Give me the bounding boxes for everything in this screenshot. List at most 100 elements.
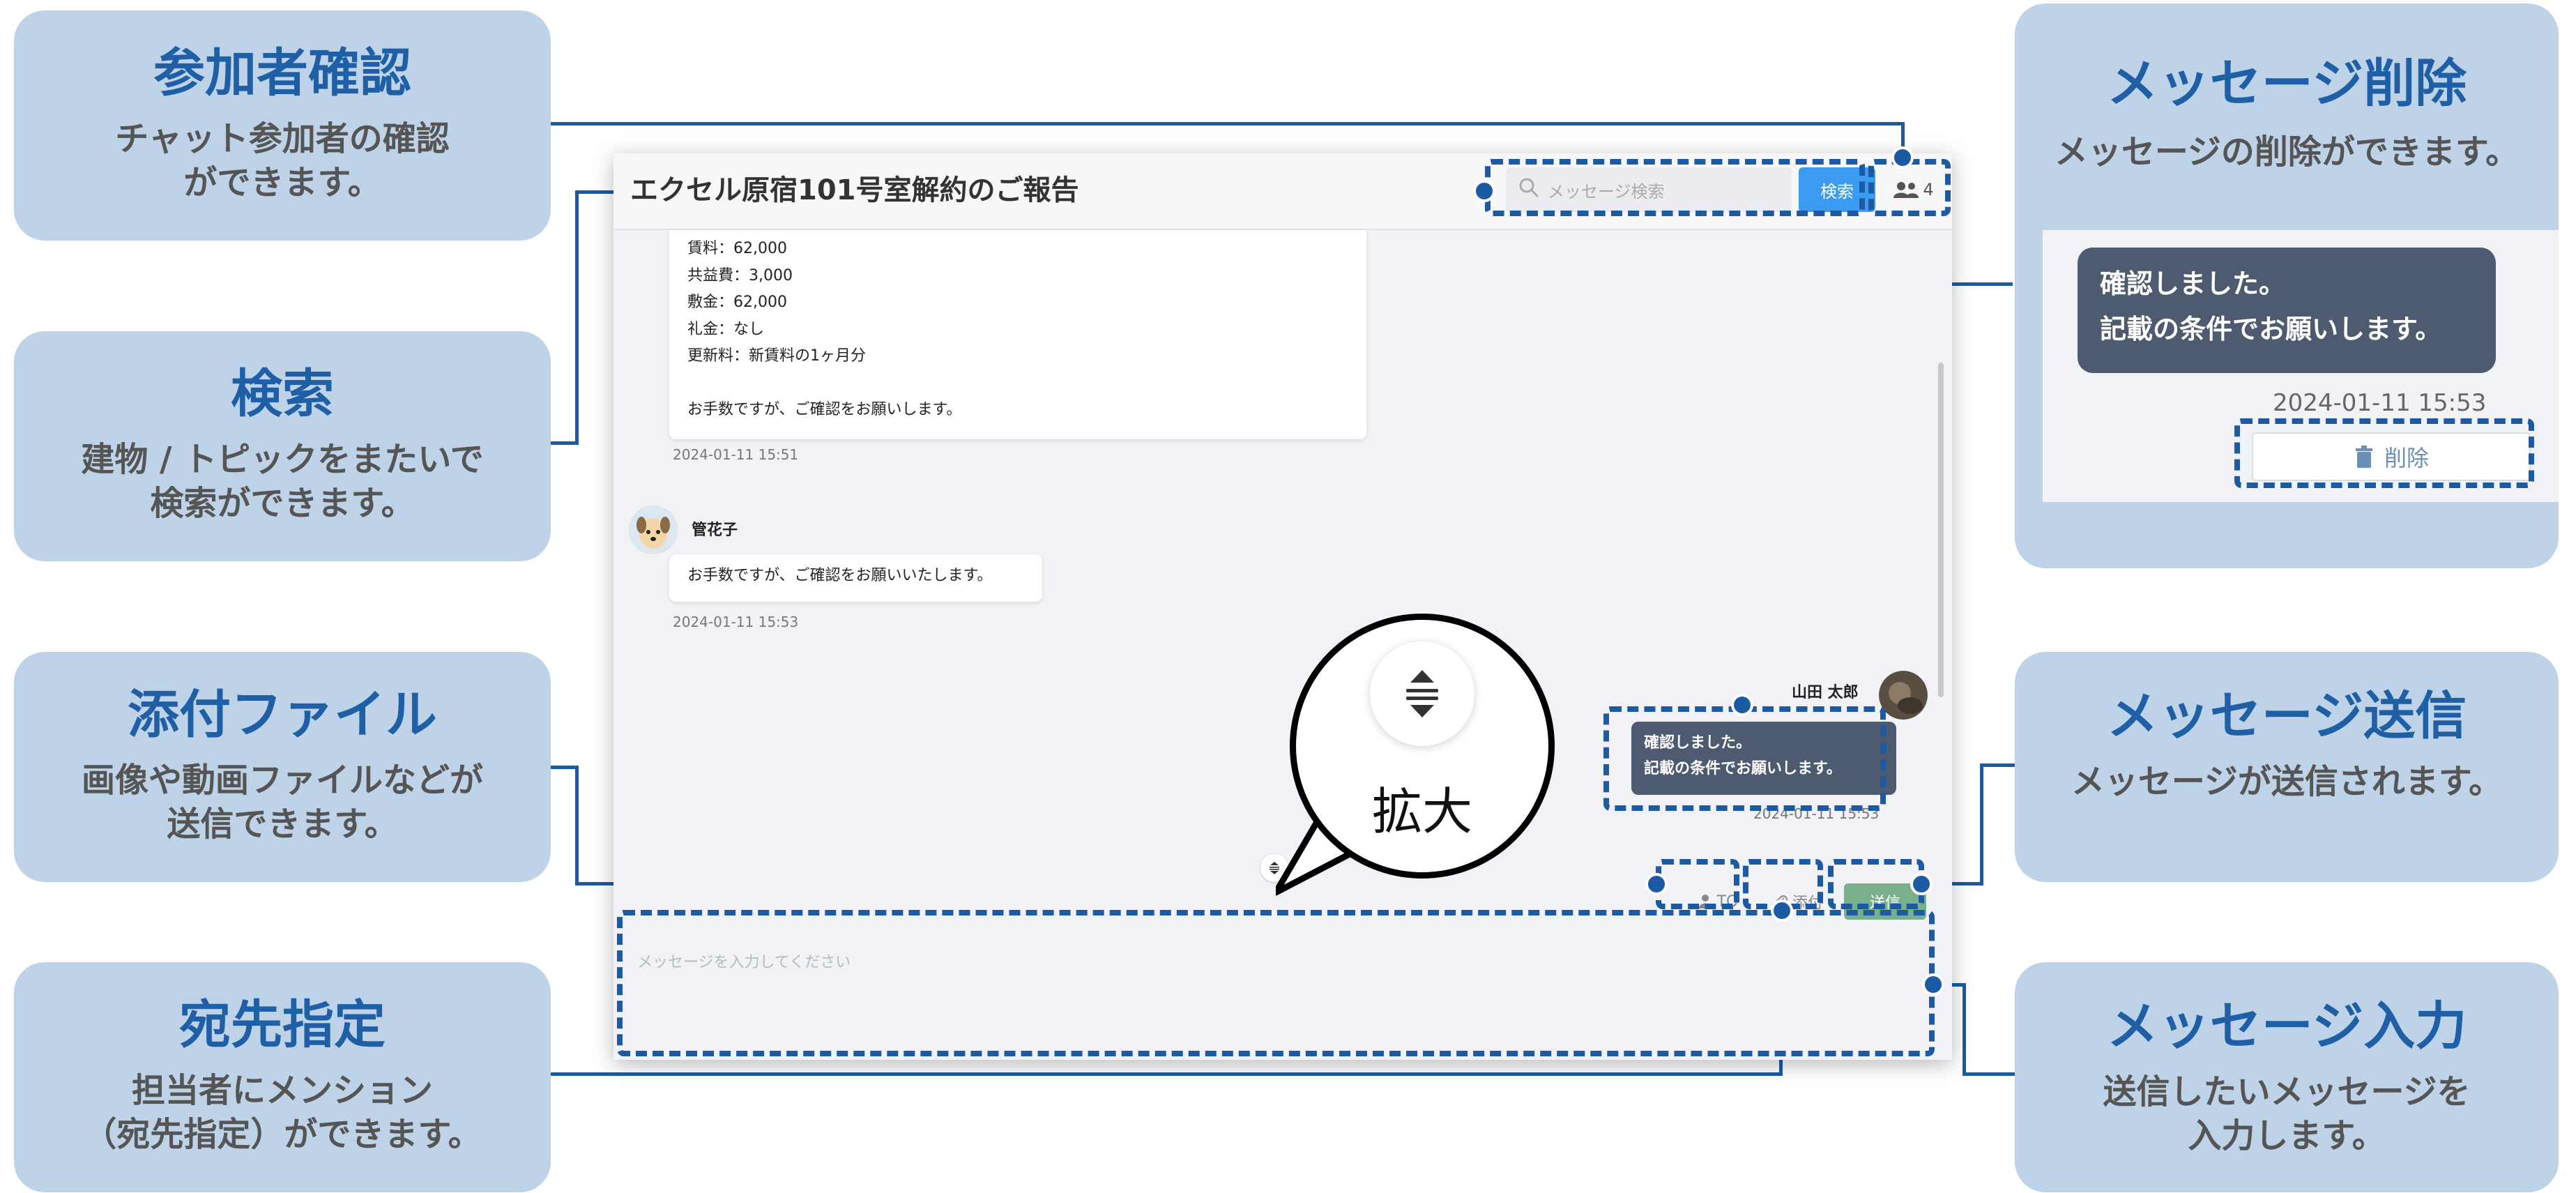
callout-desc: 建物 / トピックをまたいで 検索ができます。 — [14, 438, 551, 525]
delete-button[interactable]: 削除 — [2252, 432, 2531, 481]
callout-desc-line: 検索ができます。 — [150, 483, 415, 523]
inset-message-bubble: 確認しました。 記載の条件でお願いします。 — [2078, 248, 2496, 373]
avatar-dog-icon — [630, 506, 677, 554]
callout-desc-line: 担当者にメンション — [131, 1071, 433, 1111]
participants-button[interactable]: 4 — [1882, 167, 1945, 212]
callout-title: 参加者確認 — [153, 43, 411, 103]
inset-message-line: 記載の条件でお願いします。 — [2100, 313, 2442, 344]
inset-timestamp: 2024-01-11 15:53 — [2273, 389, 2487, 417]
message-line: 記載の条件でお願いします。 — [1644, 760, 1842, 778]
sender-name: 管花子 — [692, 522, 738, 539]
message-text: お手数ですが、ご確認をお願いいたします。 — [687, 567, 993, 584]
zoom-expand-button — [1370, 641, 1474, 746]
message-line: お手数ですが、ご確認をお願いします。 — [687, 400, 962, 418]
callout-title: 添付ファイル — [128, 685, 437, 745]
highlight-input — [617, 910, 1935, 1056]
connector-attach-v — [575, 766, 579, 886]
connector-search-h2 — [551, 441, 579, 445]
callout-participants: 参加者確認 チャット参加者の確認 ができます。 — [14, 10, 551, 241]
member-count: 4 — [1923, 180, 1934, 199]
marker-dot — [1891, 146, 1914, 169]
search-icon — [1519, 178, 1539, 198]
zoom-tail-cover — [1321, 802, 1373, 837]
callout-mention: 宛先指定 担当者にメンション （宛先指定）ができます。 — [14, 962, 551, 1192]
callout-desc-line: 入力します。 — [2188, 1116, 2386, 1155]
message-line: 確認しました。 — [1644, 734, 1752, 752]
callout-desc-line: 送信したいメッセージを — [2103, 1072, 2471, 1112]
avatar-photo-icon — [1879, 671, 1928, 720]
callout-desc-line: 送信できます。 — [167, 804, 398, 844]
callout-title: 宛先指定 — [179, 995, 386, 1055]
marker-dot — [1645, 873, 1668, 895]
highlight-search — [1485, 159, 1865, 216]
connector-attach-h — [551, 766, 579, 769]
avatar — [629, 506, 678, 554]
callout-desc-line: （宛先指定）ができます。 — [83, 1114, 482, 1154]
highlight-participants — [1868, 159, 1951, 216]
callout-desc: メッセージの削除ができます。 — [2015, 130, 2559, 174]
delete-inset: 確認しました。 記載の条件でお願いします。 2024-01-11 15:53 削… — [2043, 230, 2559, 502]
marker-dot — [1731, 694, 1753, 716]
callout-title: メッセージ入力 — [2106, 996, 2467, 1056]
expand-icon — [1406, 670, 1438, 717]
avatar — [1879, 671, 1928, 720]
connector-send-v — [1980, 763, 1983, 886]
callout-desc-line: メッセージが送信されます。 — [2071, 762, 2503, 802]
message-bubble: お手数ですが、ご確認をお願いいたします。 — [669, 554, 1042, 602]
callout-desc: 画像や動画ファイルなどが 送信できます。 — [14, 759, 551, 846]
inset-message-line: 確認しました。 — [2100, 268, 2286, 299]
connector-send-h2 — [1980, 763, 2015, 767]
expand-icon — [1270, 862, 1279, 874]
callout-desc: 担当者にメンション （宛先指定）ができます。 — [14, 1069, 551, 1156]
message-bubble: 賃料：62,000 共益費：3,000 敷金：62,000 礼金：なし 更新料：… — [669, 230, 1366, 439]
callout-search: 検索 建物 / トピックをまたいで 検索ができます。 — [14, 331, 551, 561]
callout-input: メッセージ入力 送信したいメッセージを 入力します。 — [2015, 962, 2559, 1192]
highlight-to — [1656, 859, 1739, 909]
callout-title: メッセージ送信 — [2106, 686, 2467, 746]
connector-search-v — [575, 190, 579, 445]
message-line: 礼金：なし — [687, 320, 765, 338]
callout-title: メッセージ削除 — [2106, 54, 2467, 114]
callout-desc-line: ができます。 — [183, 162, 381, 202]
highlight-own-message — [1603, 706, 1886, 811]
message-line: 敷金：62,000 — [687, 294, 787, 311]
callout-desc-line: 建物 / トピックをまたいで — [81, 440, 484, 480]
message-line: 更新料：新賃料の1ヶ月分 — [687, 347, 866, 365]
callout-desc-line: チャット参加者の確認 — [115, 119, 450, 159]
message-search-input[interactable]: メッセージ検索 — [1506, 167, 1792, 212]
own-message-bubble: 確認しました。 記載の条件でお願いします。 — [1631, 722, 1896, 795]
connector-mention-h — [551, 1072, 1781, 1076]
people-icon — [1893, 182, 1919, 198]
delete-label: 削除 — [2384, 445, 2429, 471]
callout-title: 検索 — [231, 364, 334, 424]
callout-desc-line: 画像や動画ファイルなどが — [81, 761, 483, 800]
message-input[interactable] — [626, 934, 1939, 1046]
connector-send-h — [1921, 882, 1983, 886]
connector-participants-v — [1901, 122, 1905, 160]
callout-send: メッセージ送信 メッセージが送信されます。 — [2015, 652, 2559, 882]
zoom-label: 拡大 — [1371, 782, 1472, 841]
message-time: 2024-01-11 15:53 — [673, 614, 799, 630]
scrollbar-thumb[interactable] — [1938, 363, 1944, 697]
room-title: エクセル原宿101号室解約のご報告 — [630, 174, 1079, 206]
callout-desc: 送信したいメッセージを 入力します。 — [2015, 1070, 2559, 1157]
sender-name: 山田 太郎 — [1792, 684, 1859, 701]
marker-dot — [1771, 899, 1793, 922]
chat-header: エクセル原宿101号室解約のご報告 メッセージ検索 検索 4 — [613, 153, 1952, 230]
marker-dot — [1910, 873, 1933, 895]
connector-input-h2 — [1963, 1072, 2015, 1076]
callout-desc-line: メッセージの削除ができます。 — [2054, 132, 2520, 172]
highlight-delete — [2234, 418, 2534, 488]
message-time: 2024-01-11 15:51 — [673, 446, 799, 463]
marker-dot — [1473, 180, 1495, 202]
message-line: 賃料：62,000 — [687, 240, 787, 257]
search-placeholder: メッセージ検索 — [1548, 181, 1665, 202]
connector-participants-h — [551, 122, 1903, 126]
callout-desc: メッセージが送信されます。 — [2015, 760, 2559, 803]
message-line: 共益費：3,000 — [687, 266, 793, 284]
connector-input-v — [1963, 983, 1966, 1074]
trash-icon — [2355, 446, 2372, 468]
marker-dot — [1922, 973, 1944, 996]
message-line — [687, 370, 1348, 397]
callout-attach: 添付ファイル 画像や動画ファイルなどが 送信できます。 — [14, 652, 551, 882]
